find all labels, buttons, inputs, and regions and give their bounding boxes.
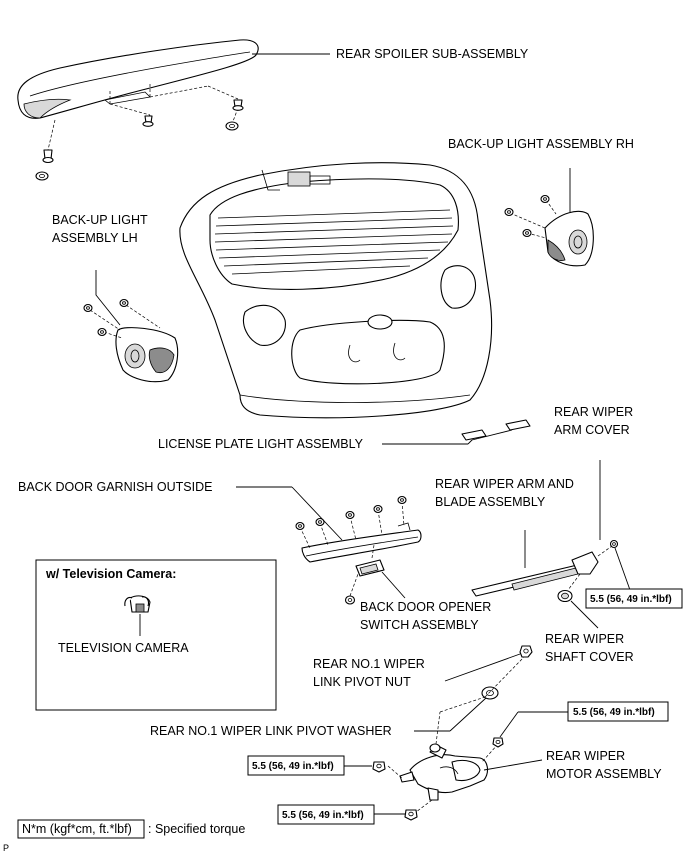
torque-motor-left: 5.5 (56, 49 in.*lbf) <box>252 761 334 772</box>
label-rear-wiper-arm-cover-line1: REAR WIPER <box>554 405 633 419</box>
license-plate-light-drawing <box>461 419 531 441</box>
legend-box-text: N*m (kgf*cm, ft.*lbf) <box>22 822 132 836</box>
label-wiper-motor-line1: REAR WIPER <box>546 749 625 763</box>
torque-box-motor-upper <box>567 701 669 722</box>
label-backup-light-rh: BACK-UP LIGHT ASSEMBLY RH <box>448 137 634 151</box>
torque-motor-lower: 5.5 (56, 49 in.*lbf) <box>282 810 364 821</box>
label-license-plate-light: LICENSE PLATE LIGHT ASSEMBLY <box>158 437 364 451</box>
torque-box-wiper-arm <box>585 588 683 609</box>
label-rear-wiper-arm-cover-line2: ARM COVER <box>554 423 630 437</box>
rear-wiper-shaft-cover-drawing <box>557 589 573 603</box>
rear-wiper-arm-drawing <box>471 539 619 597</box>
motor-bolts <box>372 737 504 821</box>
back-door-garnish-drawing <box>301 522 422 563</box>
corner-mark: P <box>3 843 9 853</box>
legend-description: : Specified torque <box>148 822 245 836</box>
garnish-fasteners <box>295 495 407 549</box>
leader-rear-wiper-shaft-cover <box>570 600 599 629</box>
rear-spoiler-drawing <box>17 39 259 119</box>
tv-box-title: w/ Television Camera: <box>45 567 176 581</box>
backup-light-rh-drawing <box>504 194 594 267</box>
label-rear-wiper-arm-blade-line2: BLADE ASSEMBLY <box>435 495 546 509</box>
leader-pivot-nut <box>444 653 521 682</box>
leader-backup-light-lh <box>95 270 121 326</box>
tv-camera-box <box>35 559 277 711</box>
back-door-panel <box>179 162 493 419</box>
label-backup-light-lh-line2: ASSEMBLY LH <box>52 231 138 245</box>
torque-motor-upper: 5.5 (56, 49 in.*lbf) <box>573 707 655 718</box>
leader-wiper-motor <box>483 759 543 771</box>
label-television-camera: TELEVISION CAMERA <box>58 641 189 655</box>
label-backup-light-lh-line1: BACK-UP LIGHT <box>52 213 148 227</box>
label-wiper-motor-line2: MOTOR ASSEMBLY <box>546 767 662 781</box>
torque-wiper-arm: 5.5 (56, 49 in.*lbf) <box>590 594 672 605</box>
label-back-door-garnish: BACK DOOR GARNISH OUTSIDE <box>18 480 212 494</box>
label-opener-switch-line2: SWITCH ASSEMBLY <box>360 618 479 632</box>
leader-opener-switch <box>381 571 406 599</box>
legend-box <box>17 819 145 839</box>
opener-switch-drawing <box>344 544 385 605</box>
label-rear-wiper-shaft-cover-line2: SHAFT COVER <box>545 650 634 664</box>
pivot-nut-drawing <box>519 645 533 658</box>
spoiler-fasteners <box>35 82 244 181</box>
label-rear-spoiler: REAR SPOILER SUB-ASSEMBLY <box>336 47 529 61</box>
label-opener-switch-line1: BACK DOOR OPENER <box>360 600 491 614</box>
torque-box-motor-left <box>247 755 345 776</box>
backup-light-lh-drawing <box>83 298 179 383</box>
label-rear-wiper-shaft-cover-line1: REAR WIPER <box>545 632 624 646</box>
label-pivot-nut-line2: LINK PIVOT NUT <box>313 675 411 689</box>
tv-camera-drawing <box>124 595 151 636</box>
rear-wiper-motor-drawing <box>387 656 525 813</box>
torque-box-motor-lower <box>277 804 375 825</box>
label-rear-wiper-arm-blade-line1: REAR WIPER ARM AND <box>435 477 574 491</box>
label-pivot-nut-line1: REAR NO.1 WIPER <box>313 657 425 671</box>
label-pivot-washer: REAR NO.1 WIPER LINK PIVOT WASHER <box>150 724 392 738</box>
